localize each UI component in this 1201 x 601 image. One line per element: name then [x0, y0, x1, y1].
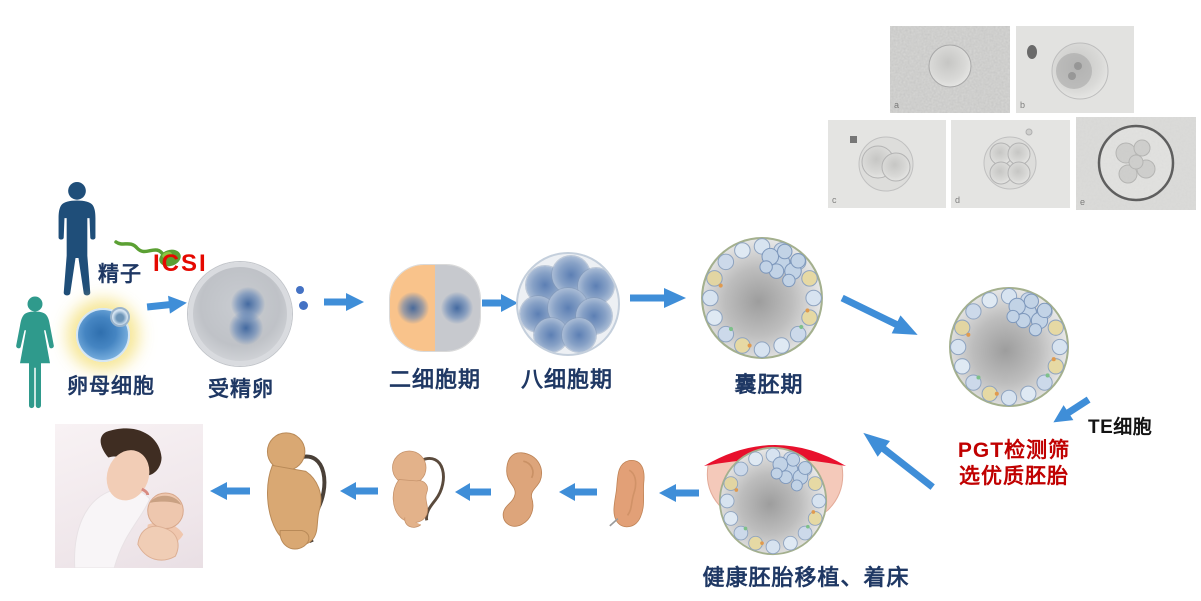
embryo-stage-2-illustration [502, 452, 543, 527]
blastocyst-illustration [701, 237, 823, 359]
arrow-fetus-to-baby [210, 482, 250, 500]
micrograph-two-cell-photo: c [828, 120, 946, 208]
pgt-screening-label: PGT检测筛 选优质胚胎 [938, 438, 1090, 490]
zygote-label: 受精卵 [208, 378, 274, 401]
mother-and-baby-photo [55, 424, 203, 568]
arrow-pgt-to-implantation [863, 432, 935, 490]
pgt-line-2: 选优质胚胎 [959, 465, 1069, 488]
fetus-stage-4-illustration [266, 432, 327, 550]
sperm-label: 精子 [98, 263, 142, 286]
arrow-oocyte-to-zygote [146, 295, 187, 314]
arrow-fetus-stage [559, 483, 597, 501]
polar-body-dot [296, 286, 304, 294]
sperm-icon [114, 240, 181, 267]
blastocyst-label: 囊胚期 [734, 372, 804, 397]
arrow-implantation-to-fetus [659, 484, 699, 502]
icsi-label: ICSI [153, 250, 208, 277]
arrow-eight-cell-to-blastocyst [630, 288, 686, 308]
arrow-two-to-eight-cell [482, 294, 518, 312]
two-cell-illustration [390, 265, 480, 351]
father-silhouette [58, 182, 96, 296]
te-cell-arrow [1053, 396, 1091, 423]
micrograph-letter: c [832, 195, 837, 205]
embryo-stage-1-illustration [609, 460, 645, 528]
micrograph-blastocyst-photo: e [1076, 117, 1196, 210]
micrograph-letter: a [894, 100, 899, 110]
pgt-blastocyst-illustration [949, 287, 1069, 407]
micrograph-letter: d [955, 195, 960, 205]
polar-body-dot [299, 301, 308, 310]
micrograph-oocyte-photo: a [890, 26, 1010, 113]
micrograph-letter: b [1020, 100, 1025, 110]
micrograph-zygote-photo: b [1016, 26, 1134, 113]
arrow-zygote-to-two-cell [324, 293, 364, 311]
eight-cell-label: 八细胞期 [520, 367, 613, 392]
implanted-blastocyst [718, 446, 828, 556]
arrow-blastocyst-to-pgt [840, 294, 918, 335]
implantation-label: 健康胚胎移植、着床 [702, 565, 910, 590]
two-cell-label: 二细胞期 [388, 367, 481, 392]
mother-silhouette [16, 296, 54, 409]
fetus-stage-3-illustration [392, 450, 445, 528]
polar-body [110, 307, 130, 327]
eight-cell-illustration [516, 252, 620, 356]
zygote-illustration [188, 262, 292, 366]
implantation-illustration [694, 424, 856, 560]
micrograph-letter: e [1080, 197, 1085, 207]
micrograph-four-cell-photo: d [951, 120, 1070, 208]
oocyte-label: 卵母细胞 [67, 375, 155, 398]
arrow-fetus-stage [455, 483, 491, 501]
oocyte-illustration [76, 307, 130, 362]
pgt-line-1: PGT检测筛 [957, 439, 1071, 462]
te-cell-label: TE细胞 [1088, 417, 1153, 438]
arrow-fetus-stage [340, 482, 378, 500]
